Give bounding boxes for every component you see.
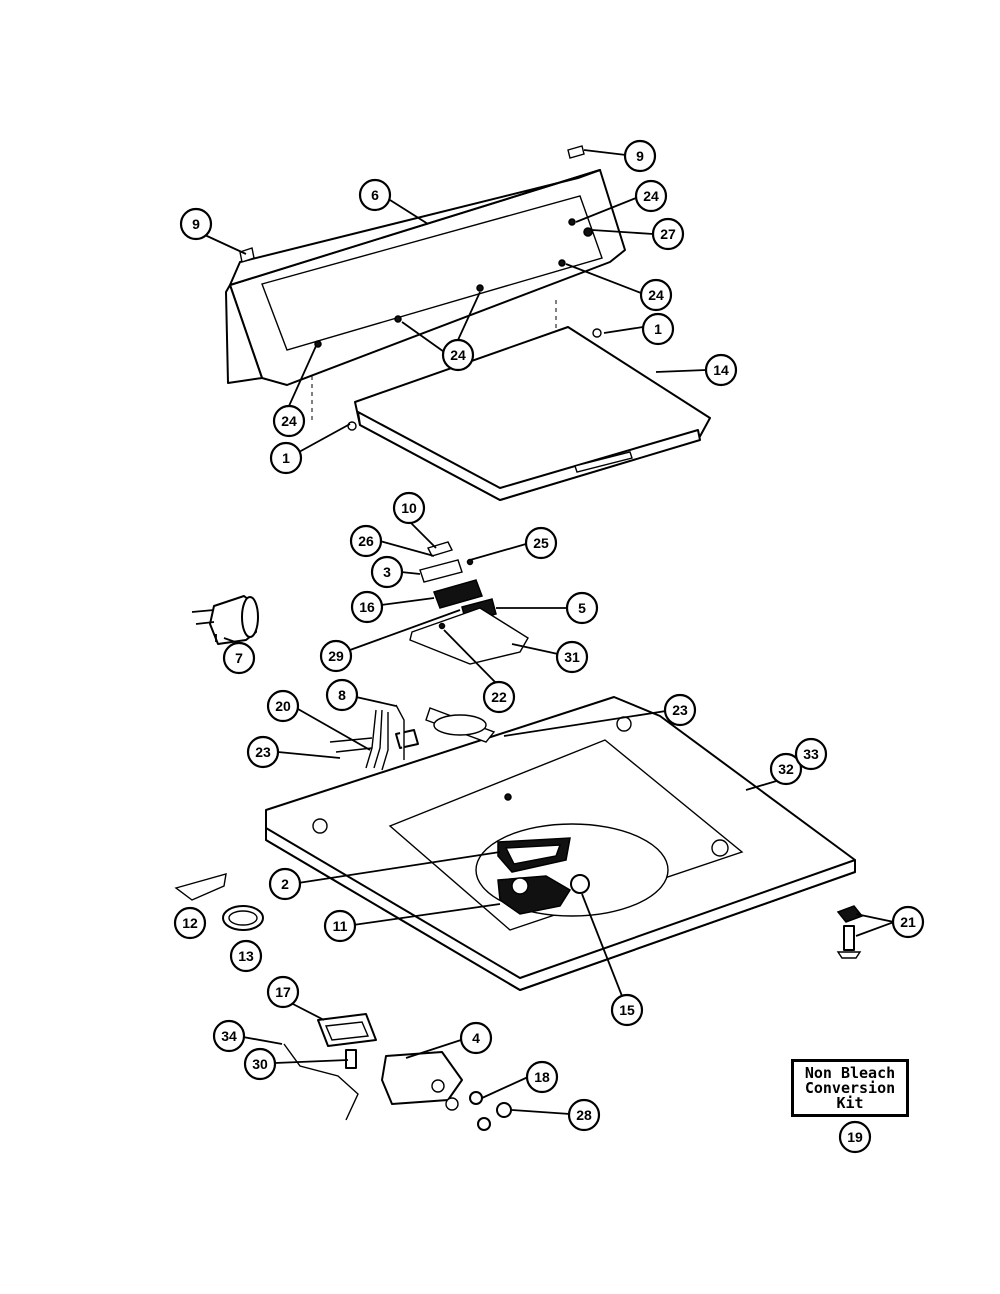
callout-20: 20 — [266, 689, 300, 723]
callout-4: 4 — [459, 1021, 493, 1055]
svg-text:24: 24 — [281, 413, 297, 429]
callout-34: 34 — [212, 1019, 246, 1053]
callouts: 9 9 6 24 27 24 1 14 24 24 1 10 26 25 3 1… — [173, 139, 925, 1154]
callout-28: 28 — [567, 1098, 601, 1132]
callout-33: 33 — [794, 737, 828, 771]
callout-24-upper: 24 — [634, 179, 668, 213]
svg-text:13: 13 — [238, 948, 254, 964]
svg-text:18: 18 — [534, 1069, 550, 1085]
callout-24-center: 24 — [441, 338, 475, 372]
callout-21: 21 — [891, 905, 925, 939]
svg-text:10: 10 — [401, 500, 417, 516]
callout-30: 30 — [243, 1047, 277, 1081]
callout-11: 11 — [323, 909, 357, 943]
callout-23-right: 23 — [663, 693, 697, 727]
svg-text:5: 5 — [578, 600, 586, 616]
leader-lines — [180, 149, 895, 1115]
callout-26: 26 — [349, 524, 383, 558]
screws-18-28 — [469, 1091, 512, 1131]
callout-19: 19 — [838, 1120, 872, 1154]
control-panel-backguard — [225, 169, 626, 420]
svg-text:2: 2 — [281, 876, 289, 892]
callout-14: 14 — [704, 353, 738, 387]
screw-and-clip — [836, 905, 864, 959]
svg-text:9: 9 — [192, 216, 200, 232]
svg-text:3: 3 — [383, 564, 391, 580]
callout-10: 10 — [392, 491, 426, 525]
callout-18: 18 — [525, 1060, 559, 1094]
svg-text:25: 25 — [533, 535, 549, 551]
svg-text:14: 14 — [713, 362, 729, 378]
svg-text:1: 1 — [654, 321, 662, 337]
callout-6: 6 — [358, 178, 392, 212]
callout-16: 16 — [350, 590, 384, 624]
svg-text:31: 31 — [564, 649, 580, 665]
callout-8: 8 — [325, 678, 359, 712]
svg-text:16: 16 — [359, 599, 375, 615]
callout-9-top-right: 9 — [623, 139, 657, 173]
power-plug — [191, 595, 259, 645]
svg-text:11: 11 — [333, 918, 348, 934]
svg-text:6: 6 — [371, 187, 379, 203]
svg-text:32: 32 — [778, 761, 794, 777]
callout-25: 25 — [524, 526, 558, 560]
svg-text:9: 9 — [636, 148, 644, 164]
wiring-harness — [329, 704, 419, 771]
svg-text:24: 24 — [648, 287, 664, 303]
callout-3: 3 — [370, 555, 404, 589]
lid-switch-parts — [497, 837, 590, 915]
callout-1-right: 1 — [641, 312, 675, 346]
switch-assembly — [409, 541, 529, 665]
svg-text:22: 22 — [491, 689, 507, 705]
callout-32: 32 — [769, 752, 803, 786]
svg-text:33: 33 — [803, 746, 819, 762]
callout-22: 22 — [482, 680, 516, 714]
callout-29: 29 — [319, 639, 353, 673]
callout-2: 2 — [268, 867, 302, 901]
svg-text:28: 28 — [576, 1107, 592, 1123]
svg-text:1: 1 — [282, 450, 290, 466]
svg-text:12: 12 — [182, 915, 198, 931]
callout-27: 27 — [651, 217, 685, 251]
callout-1-left: 1 — [269, 441, 303, 475]
kit-label-line-2: Conversion — [804, 1078, 896, 1097]
svg-text:34: 34 — [221, 1028, 237, 1044]
callout-15: 15 — [610, 993, 644, 1027]
callout-5: 5 — [565, 591, 599, 625]
lid — [347, 326, 711, 501]
svg-text:7: 7 — [235, 650, 243, 666]
callout-9-left: 9 — [179, 207, 213, 241]
svg-text:21: 21 — [900, 914, 916, 930]
svg-text:30: 30 — [252, 1056, 268, 1072]
callout-31: 31 — [555, 640, 589, 674]
dispenser-parts — [283, 1013, 463, 1121]
svg-text:29: 29 — [328, 648, 344, 664]
kit-label-line-1: Non Bleach — [804, 1063, 896, 1082]
callout-24-right: 24 — [639, 278, 673, 312]
svg-text:23: 23 — [672, 702, 688, 718]
kit-label-line-3: Kit — [836, 1093, 864, 1112]
svg-text:17: 17 — [275, 984, 291, 1000]
callout-12: 12 — [173, 906, 207, 940]
svg-text:20: 20 — [275, 698, 291, 714]
callout-7: 7 — [222, 641, 256, 675]
callout-17: 17 — [266, 975, 300, 1009]
svg-text:24: 24 — [643, 188, 659, 204]
svg-text:15: 15 — [619, 1002, 635, 1018]
svg-text:26: 26 — [358, 533, 374, 549]
svg-text:24: 24 — [450, 347, 466, 363]
svg-text:19: 19 — [847, 1129, 863, 1145]
callout-23-left: 23 — [246, 735, 280, 769]
svg-text:4: 4 — [472, 1030, 480, 1046]
clip-and-ring — [174, 873, 264, 931]
backguard-hardware — [239, 145, 593, 348]
non-bleach-kit-label: Non Bleach Conversion Kit — [791, 1059, 909, 1117]
svg-text:8: 8 — [338, 687, 346, 703]
svg-text:27: 27 — [660, 226, 676, 242]
callout-24-left: 24 — [272, 404, 306, 438]
svg-text:23: 23 — [255, 744, 271, 760]
callout-13: 13 — [229, 939, 263, 973]
